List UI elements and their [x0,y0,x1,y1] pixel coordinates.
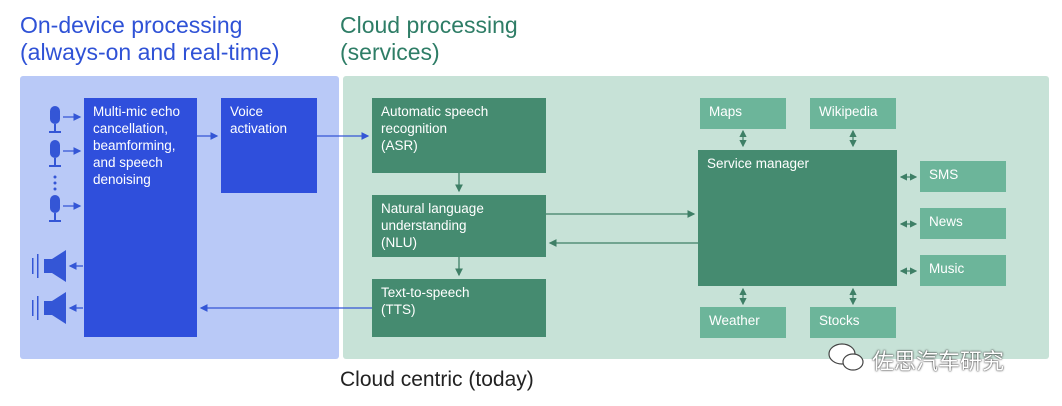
voice-activation-box: Voice activation [221,98,317,193]
wikipedia-box: Wikipedia [810,98,896,129]
ellipsis-icon [53,175,57,191]
asr-box: Automatic speech recognition (ASR) [372,98,546,173]
watermark-text: 佐思汽车研究 [872,350,1005,375]
on-device-heading: On-device processing (always-on and real… [20,12,280,65]
microphone-icon [49,106,61,133]
cloud-heading: Cloud processing (services) [340,12,518,65]
sms-box: SMS [920,161,1006,192]
microphone-icon [49,195,61,222]
service-manager-box: Service manager [698,150,897,286]
maps-box: Maps [700,98,786,129]
nlu-box: Natural language understanding (NLU) [372,195,546,257]
music-box: Music [920,255,1006,286]
news-box: News [920,208,1006,239]
speaker-icon [32,292,66,324]
speaker-icon [32,250,66,282]
echo-cancellation-box: Multi-mic echo cancellation, beamforming… [84,98,197,337]
weather-box: Weather [700,307,786,338]
tts-box: Text-to-speech (TTS) [372,279,546,337]
stocks-box: Stocks [810,307,896,338]
diagram-caption: Cloud centric (today) [340,368,534,391]
microphone-icon [49,140,61,167]
wechat-logo-icon [828,343,864,371]
